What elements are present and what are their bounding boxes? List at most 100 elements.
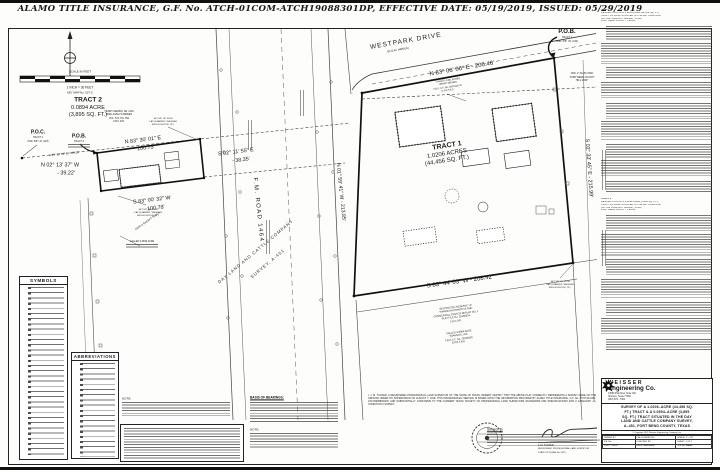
survey-title-line: LAND AND CATTLE COMPANY SURVEY, <box>621 419 693 424</box>
note1-label: NOTE: <box>122 396 132 401</box>
surveyor-title: REGISTERED PROFESSIONAL LAND SURVEYOR <box>538 447 590 450</box>
tract2-desc-sub3: CATTLE COMPANY SURVEY, A-451, <box>601 206 643 209</box>
subject-to-sim <box>487 434 597 446</box>
legal-paragraph <box>606 301 712 316</box>
fm-road-lines <box>215 28 364 421</box>
abbreviations-list-sim <box>80 363 115 457</box>
set-ir-note-a2: CAP (STAMPED "WEISSER <box>134 211 162 214</box>
tract2-acres: 0.0894 ACRE <box>71 105 105 112</box>
legal-paragraph <box>601 160 712 179</box>
set-ir-note-b2: CAP (STAMPED "WEISSER <box>546 283 574 286</box>
tie-lines <box>21 86 598 178</box>
company-address-3: (281) 579 - 7300 <box>608 398 625 401</box>
note2-label: NOTE: <box>250 427 260 432</box>
survey-title-line: SURVEY OF A 1.0206–ACRE (44,456 SQ. <box>621 405 693 410</box>
company-name-bottom: Engineering Co. <box>608 385 656 393</box>
tract1-buildings <box>394 102 537 247</box>
tract2-desc-sub4: FORT BEND COUNTY, TEXAS <box>601 209 636 212</box>
flood-note-sim <box>124 428 240 459</box>
owner-mewes-3: VOL. 573, PG. 591 <box>108 116 130 120</box>
tract1-pob: P.O.B. <box>558 29 576 35</box>
set-ir-note-c2: CAP (STAMPED "WEISSER <box>149 120 177 123</box>
note1-sim <box>122 402 230 416</box>
legal-paragraph <box>606 181 712 194</box>
monument-note-1: FND. 2" ALUM. DISK <box>570 71 594 75</box>
surveyor-name: J. M. TUCKER <box>538 443 554 447</box>
scan-bottom-bar <box>0 466 720 470</box>
tract2-poc: P.O.C. <box>30 129 46 136</box>
north-arrow-icon <box>64 31 76 76</box>
set-ir-note-a3: ENG HOUSTON, TX") <box>137 214 159 217</box>
road-note-sim-2 <box>266 220 270 254</box>
tract1-pob-sub1: TRACT 1 <box>561 35 573 39</box>
road-note-sim-3 <box>300 90 304 116</box>
legal-paragraph <box>601 42 712 65</box>
company-address-2: Houston, Texas 77084 <box>608 395 631 398</box>
surveyor-certification: I, J. M. TUCKER, A REGISTERED PROFESSION… <box>368 394 596 406</box>
tract2-sqft: (3,895 SQ. FT.) <box>68 112 108 119</box>
set-ir-note-b1: SET 5/8" I.R. WITH <box>550 280 570 283</box>
copyright-line: © Copyright 2019 Weisser Engineering Com… <box>602 429 712 436</box>
tb-date-value: 06/07/2019 <box>643 445 655 448</box>
survey-title-line: SQ. FT.) TRACT SITUATED IN THE DAY <box>622 414 692 419</box>
symbols-box: SYMBOLS <box>19 276 68 460</box>
legal-paragraph <box>606 215 712 232</box>
set-ir-note-a1: SET 5/8" I.R. WITH <box>138 208 158 211</box>
survey-title: SURVEY OF A 1.0206–ACRE (44,456 SQ. FT.)… <box>602 402 712 430</box>
tract2-bearing-west2: - 39.22' <box>57 170 75 177</box>
tract2-desc-title: TRACT 2 <box>601 198 612 201</box>
legal-paragraph <box>606 67 712 80</box>
abbreviations-box: ABBREVIATIONS <box>71 352 119 459</box>
legal-paragraph <box>601 279 712 300</box>
tract2-pob: P.O.B. <box>71 133 87 140</box>
tract2-desc-sub: DESCRIPTION OF A 0.0894-ACRE (3,895 SQ. … <box>601 200 658 203</box>
scale-label-ratio: 1 INCH = 30 FEET <box>66 85 94 90</box>
road-note-sim-1 <box>248 120 252 150</box>
tract2-boundary <box>20 137 206 193</box>
owner-mewes-1: HENRY MEWES, SR. AND <box>104 109 134 113</box>
set-ir-note-b3: ENG HOUSTON, TX") <box>549 286 571 289</box>
tract2-bearing-west1: N 02° 13' 37" W <box>40 162 80 169</box>
tract2-poc-sub1: TRACT 2 <box>33 135 43 139</box>
legal-paragraph <box>606 102 712 119</box>
tract2-pob-sub1: TRACT 2 <box>74 139 84 143</box>
called-038-sim <box>126 244 158 249</box>
owner-mewes-4: F.B.C.D.R. <box>113 119 125 123</box>
legal-paragraph <box>601 82 712 101</box>
legal-paragraph <box>601 233 712 256</box>
tract2-name: TRACT 2 <box>74 96 102 104</box>
legal-paragraph <box>606 143 712 158</box>
called-038-label: CALLED 0.3830 ACRE <box>129 239 155 243</box>
legal-paragraph <box>606 338 712 351</box>
monument-note-2: "FORT BEND COUNTY <box>569 75 595 79</box>
westpark-drive-lines <box>351 33 597 91</box>
tract2-desc-sub2: TRACT OF LAND SITUATED IN THE DAY LAND A… <box>601 203 661 206</box>
owner-mewes-2: WIFE, EVELYN MEWES <box>105 113 133 117</box>
company-logo-row: WEISSER Engineering Co. 14550 Park Row, … <box>602 379 712 403</box>
legal-paragraph <box>606 258 712 277</box>
set-ir-note-c3: ENG HOUSTON, TX") <box>152 123 174 126</box>
tract1-desc-sub: DESCRIPTION OF A 1.0206-ACRE (44,456 SQ.… <box>601 11 660 14</box>
scan-top-bar <box>0 0 720 3</box>
subject-to-label: Subject To <box>487 427 503 432</box>
scale-label-top: SCALE IN FEET <box>68 69 92 74</box>
symbols-list-sim <box>28 287 64 455</box>
company-address-1: 14550 Park Row, Suite 100 <box>608 392 636 395</box>
surveyor-number: STATE OF TEXAS No. 5325 <box>538 451 566 454</box>
tb-cell-date: DATE: 06/07/2019 <box>634 443 677 449</box>
scale-label-keymap: KEY MAP No. 527-C <box>67 90 93 95</box>
tract1-desc-sub3: CATTLE COMPANY SURVEY, A-451, <box>601 17 643 20</box>
utility-symbols <box>89 68 573 348</box>
legal-paragraph <box>601 121 712 142</box>
legal-description-column: TRACT 1 DESCRIPTION OF A 1.0206-ACRE (44… <box>601 9 712 354</box>
monument-note-3: HD-2 2009" <box>575 78 589 82</box>
tract1-pob-sub2: FND. 5/8" I.R. (CM) <box>556 39 578 43</box>
symbols-title: SYMBOLS <box>20 277 67 285</box>
abbreviations-title: ABBREVIATIONS <box>72 354 118 361</box>
legal-paragraph <box>601 318 712 337</box>
legal-paragraph <box>606 26 712 41</box>
tb-date-label: DATE: <box>636 445 643 448</box>
tb-cell-job: JOB No. 24003 <box>675 443 712 449</box>
tract2-pob-note-sim <box>68 144 90 149</box>
company-name-top: WEISSER <box>608 380 644 386</box>
